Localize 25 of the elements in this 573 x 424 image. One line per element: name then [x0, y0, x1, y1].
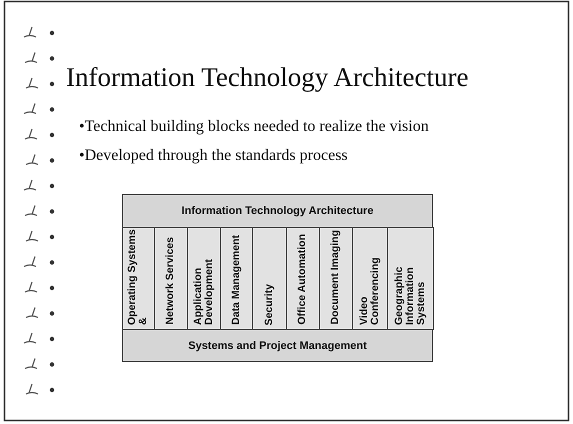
box-label: Security	[264, 284, 275, 325]
box-label: Data Management	[230, 235, 242, 325]
column-box	[387, 227, 434, 330]
box-label: Operating Systems &	[127, 228, 150, 325]
box-label: Information Technology Architecture	[182, 205, 374, 217]
slide-title: Information Technology Architecture	[66, 62, 468, 93]
column-box	[352, 227, 388, 330]
column-box	[154, 227, 188, 330]
bullet-text: •Developed through the standards process	[79, 147, 348, 165]
box-label: Systems and Project Management	[188, 340, 367, 352]
bullet-text: •Technical building blocks needed to realize the vision	[79, 118, 429, 136]
box-label: Geographic Information Systems	[394, 266, 428, 325]
box-label: Video Conferencing	[358, 256, 382, 325]
column-box	[220, 227, 253, 330]
column-box	[252, 227, 287, 330]
band-box	[122, 329, 433, 362]
box-label: Office Automation	[297, 234, 308, 325]
band-box	[122, 194, 433, 228]
column-box	[122, 227, 155, 330]
column-box	[187, 227, 221, 330]
column-box	[319, 227, 353, 330]
column-box	[286, 227, 320, 330]
box-label: Application Development	[192, 258, 216, 325]
box-label: Document Imaging	[330, 230, 342, 325]
box-label: Network Services	[165, 237, 176, 325]
